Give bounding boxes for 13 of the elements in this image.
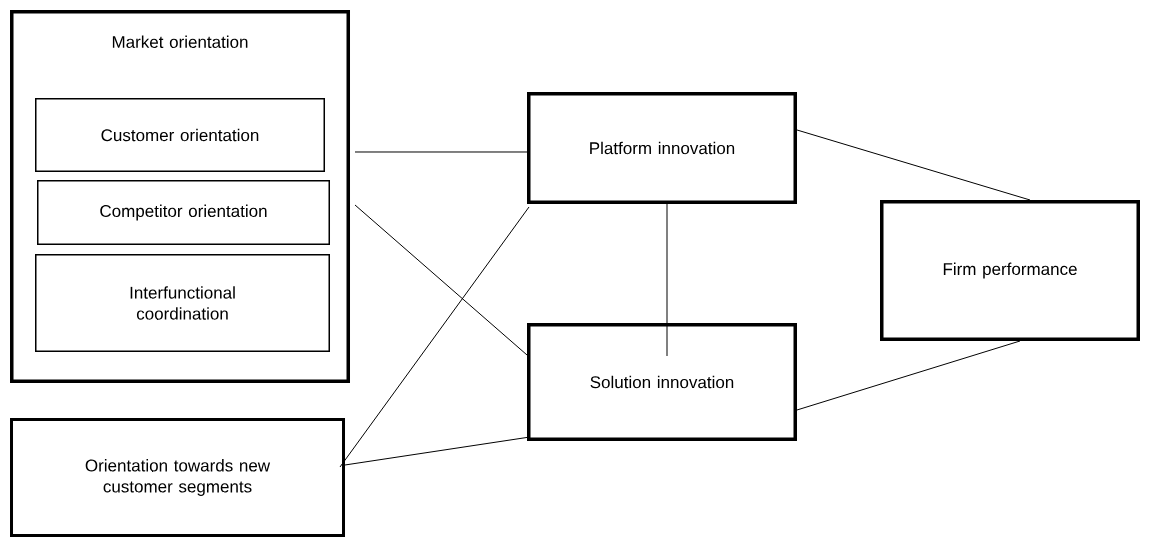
concept-box: Interfunctional coordination [35, 254, 330, 352]
concept-box: Orientation towards new customer segments [10, 418, 345, 537]
connector-line [354, 151, 528, 153]
concept-box: Competitor orientation [37, 180, 330, 245]
concept-box: Platform innovation [527, 92, 797, 204]
connector-line [339, 206, 530, 468]
connector-line [354, 204, 528, 356]
connector-line [666, 203, 668, 357]
connector-line [796, 340, 1021, 411]
concept-box: Firm performance [880, 200, 1140, 341]
concept-box: Solution innovation [527, 323, 797, 441]
concept-box: Customer orientation [35, 98, 325, 172]
connector-line [796, 129, 1031, 201]
